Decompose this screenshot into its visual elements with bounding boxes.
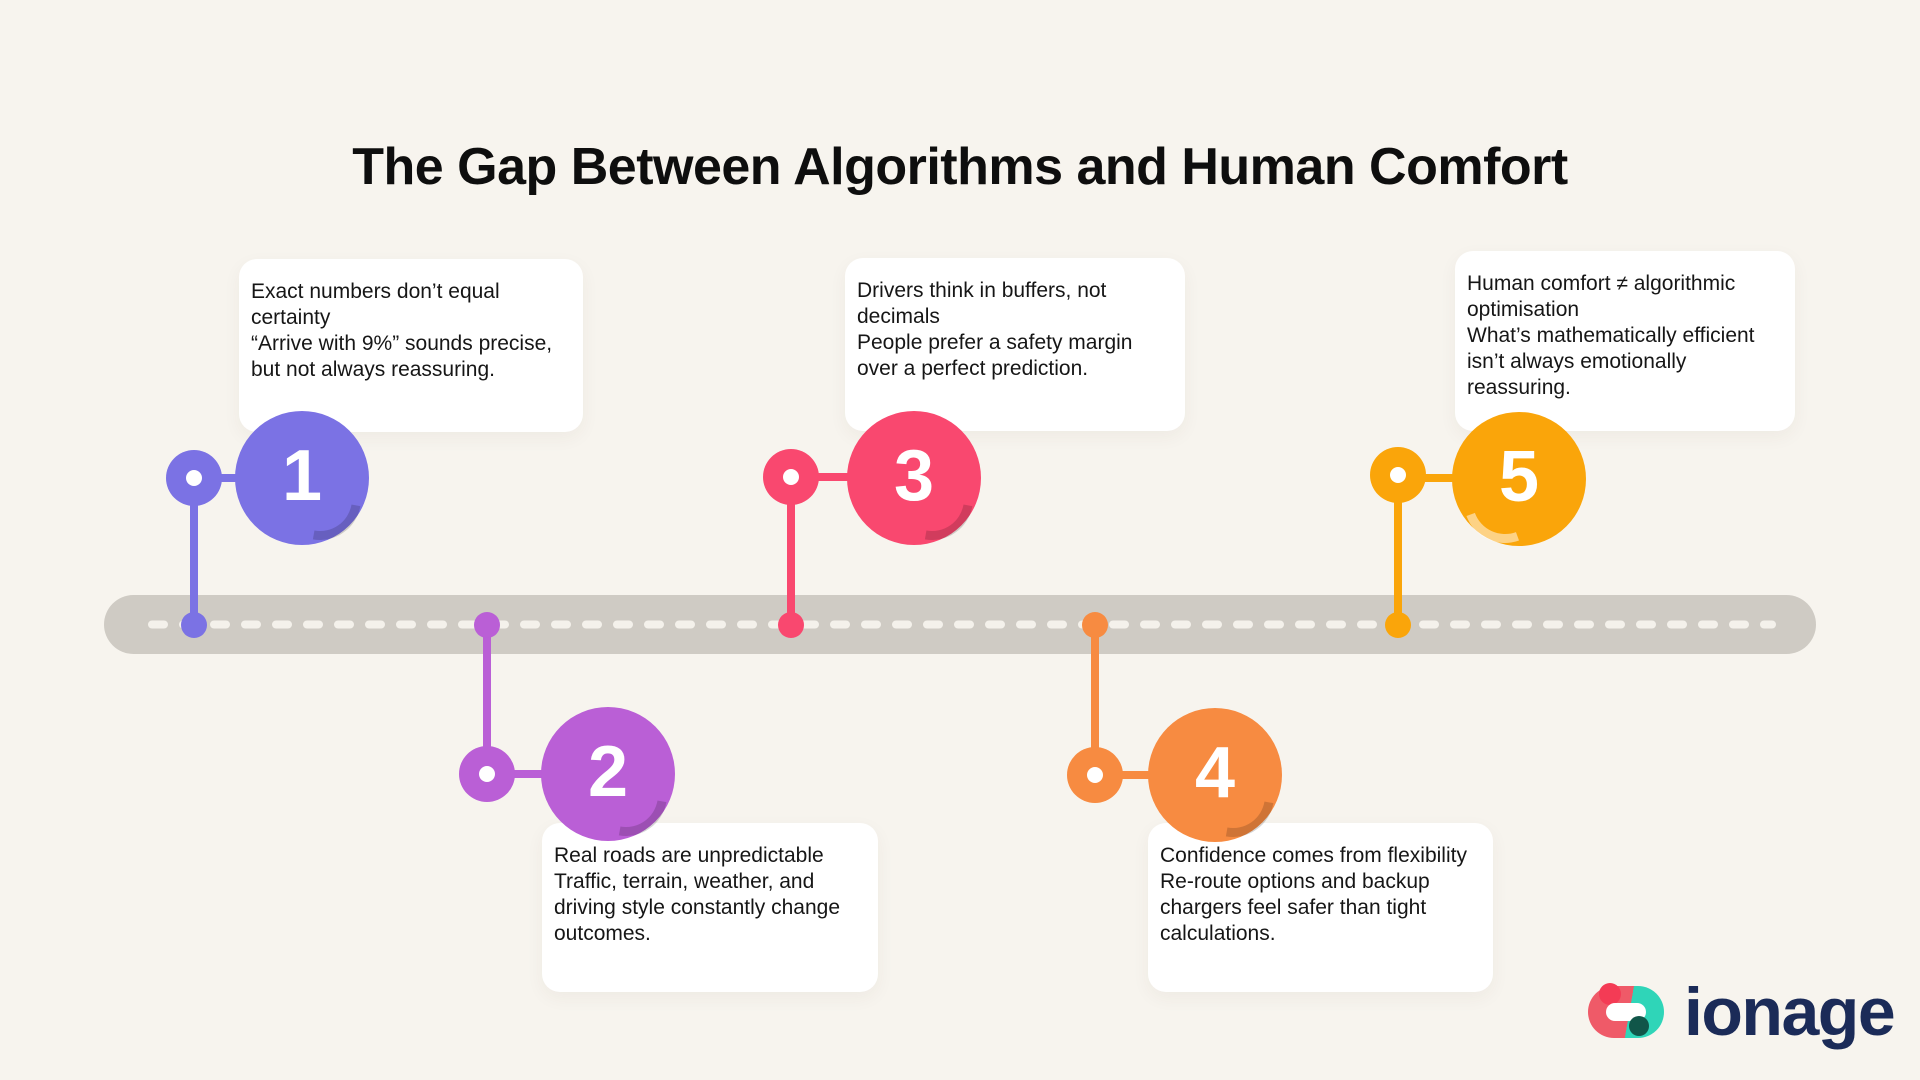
milestone-3-number: 3	[893, 436, 935, 516]
milestone-3-shine-arc-icon	[874, 441, 990, 557]
milestone-5-body: What’s mathematically efficient isn’t al…	[1467, 324, 1755, 399]
milestone-4-heading: Confidence comes from flexibility	[1160, 844, 1467, 867]
milestone-3-heading: Drivers think in buffers, not decimals	[857, 279, 1107, 328]
milestone-2-stem	[483, 625, 491, 775]
ionage-logo-icon	[1588, 983, 1664, 1038]
timeline-dashed-line	[148, 620, 1776, 629]
milestone-2-heading: Real roads are unpredictable	[554, 844, 824, 867]
logo: ionage	[1588, 974, 1896, 1050]
milestone-2-node-hole	[479, 766, 495, 782]
milestone-3-stem	[787, 477, 795, 626]
milestone-4-body: Re-route options and backup chargers fee…	[1160, 870, 1430, 945]
milestone-1-shine-arc-icon	[262, 441, 378, 557]
logo-red-dot-icon	[1599, 983, 1621, 1005]
milestone-4-card: Confidence comes from flexibility Re-rou…	[1148, 823, 1493, 992]
milestone-1-node-hole	[186, 470, 202, 486]
milestone-2-node	[459, 746, 515, 802]
milestone-5-number-bubble: 5	[1450, 412, 1586, 557]
milestone-3-body: People prefer a safety margin over a per…	[857, 331, 1133, 380]
timeline-road	[104, 595, 1816, 654]
milestone-5-number: 5	[1498, 437, 1540, 517]
milestone-1-number: 1	[281, 436, 323, 516]
milestone-3-road-dot	[778, 612, 804, 638]
milestone-3-card: Drivers think in buffers, not decimals P…	[845, 258, 1185, 431]
milestone-2-number-bubble: 2	[541, 707, 684, 853]
milestone-1-heading: Exact numbers don’t equal certainty	[251, 280, 500, 329]
milestone-5-heading: Human comfort ≠ algorithmic optimisation	[1467, 272, 1736, 321]
milestone-4-node-hole	[1087, 767, 1103, 783]
milestone-4-road-dot	[1082, 612, 1108, 638]
logo-dark-dot-icon	[1629, 1016, 1649, 1036]
page-title: The Gap Between Algorithms and Human Com…	[352, 137, 1568, 196]
milestone-5-node	[1370, 447, 1426, 503]
milestone-1-stem	[190, 478, 198, 626]
milestone-4-stem	[1091, 625, 1099, 776]
milestone-1-card: Exact numbers don’t equal certainty “Arr…	[239, 259, 583, 432]
milestone-5-shine-arc-icon	[1450, 447, 1560, 557]
milestone-1-node	[166, 450, 222, 506]
milestone-1-road-dot	[181, 612, 207, 638]
logo-wordmark: ionage	[1684, 974, 1896, 1050]
milestone-1-number-bubble: 1	[235, 411, 378, 557]
milestone-3-node	[763, 449, 819, 505]
milestone-2-card: Real roads are unpredictable Traffic, te…	[542, 823, 878, 992]
milestone-3-number-bubble: 3	[847, 411, 990, 557]
milestone-2-number: 2	[587, 732, 629, 812]
milestone-5-card: Human comfort ≠ algorithmic optimisation…	[1455, 251, 1795, 431]
milestone-5-road-dot	[1385, 612, 1411, 638]
milestone-4-node	[1067, 747, 1123, 803]
milestone-4-number-bubble: 4	[1148, 708, 1291, 854]
milestone-5-stem	[1394, 475, 1402, 626]
milestone-5-node-hole	[1390, 467, 1406, 483]
milestone-2-road-dot	[474, 612, 500, 638]
milestone-1-body: “Arrive with 9%” sounds precise, but not…	[251, 332, 553, 381]
milestone-4-number: 4	[1194, 733, 1236, 813]
milestone-3-node-hole	[783, 469, 799, 485]
milestone-2-body: Traffic, terrain, weather, and driving s…	[554, 870, 840, 945]
